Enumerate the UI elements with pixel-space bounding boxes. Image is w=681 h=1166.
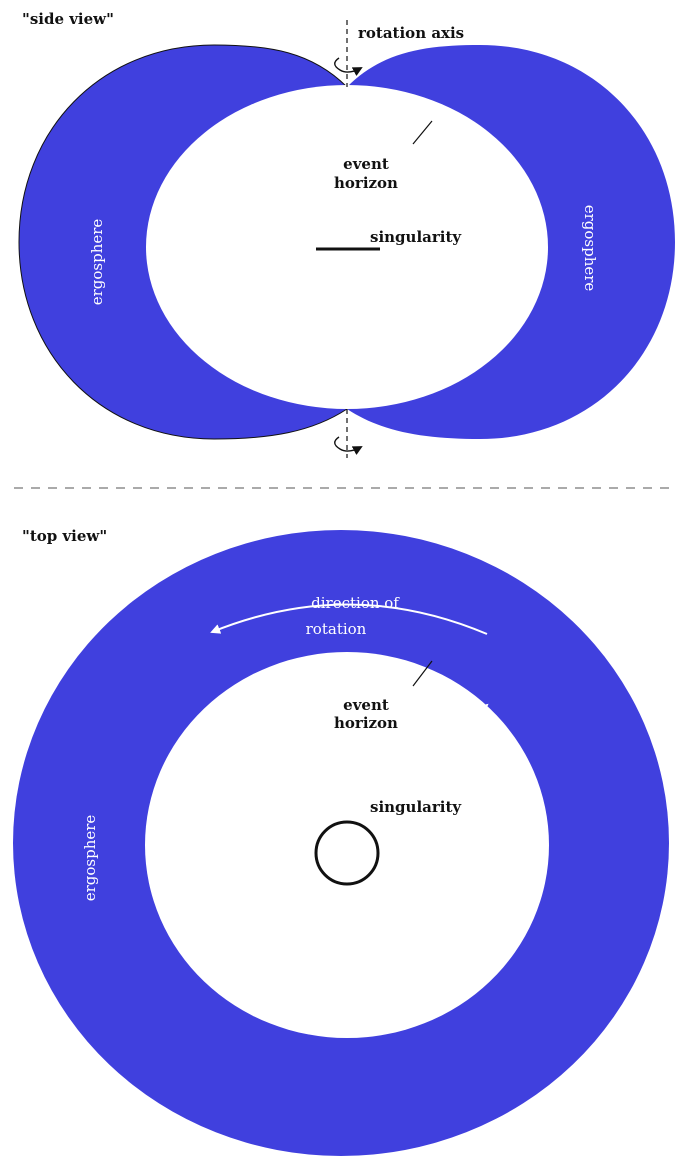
side-event-horizon-pointer — [412, 120, 433, 145]
side-event-horizon-label-line1: event — [343, 155, 389, 173]
direction-label-line2: rotation — [306, 620, 367, 638]
top-rotation-arrow-upper — [210, 603, 488, 635]
top-singularity — [314, 820, 380, 886]
side-singularity-label: singularity — [370, 228, 462, 246]
side-ergosphere-outline — [18, 44, 348, 440]
side-view-title: "side view" — [22, 10, 114, 28]
top-event-horizon-pointer — [412, 660, 433, 687]
top-view-title: "top view" — [22, 527, 107, 545]
side-ergosphere-left-label: ergosphere — [88, 219, 106, 306]
side-rotation-arrow-bottom — [334, 436, 363, 456]
top-event-horizon — [145, 652, 549, 1038]
top-view-panel: "top view" direction of rotation event h… — [13, 527, 669, 1156]
top-ergosphere-label: ergosphere — [81, 815, 99, 902]
side-ergosphere-right-label: ergosphere — [581, 205, 599, 292]
side-event-horizon — [146, 85, 548, 409]
top-rotation-arrow-lower — [211, 703, 489, 783]
side-view-panel: "side view" rotation axis event horizon … — [18, 10, 675, 458]
top-event-horizon-label-line1: event — [343, 696, 389, 714]
rotation-axis-label: rotation axis — [358, 24, 464, 42]
side-event-horizon-label-line2: horizon — [334, 174, 398, 192]
top-singularity-label: singularity — [370, 798, 462, 816]
side-rotation-arrow-top — [334, 57, 363, 77]
direction-label-line1: direction of — [311, 594, 400, 612]
top-event-horizon-label-line2: horizon — [334, 714, 398, 732]
